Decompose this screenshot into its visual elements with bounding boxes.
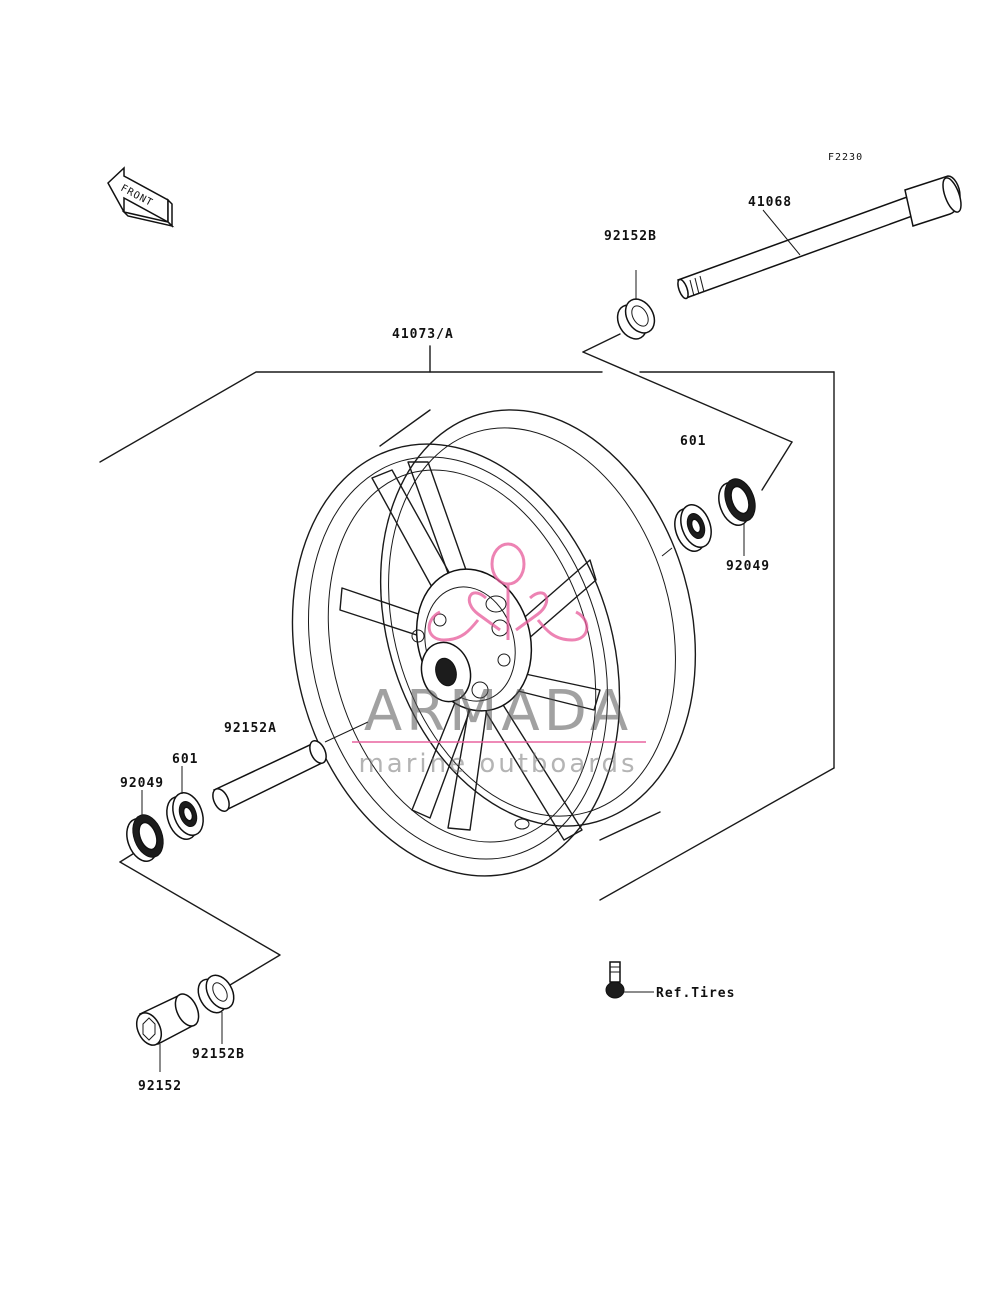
diagram-code: F2230 — [828, 152, 863, 163]
label-collar-top: 92152B — [604, 229, 657, 244]
label-axle: 41068 — [748, 195, 792, 210]
front-arrow-icon: FRONT — [107, 166, 175, 228]
label-wheel: 41073/A — [392, 327, 454, 342]
label-collar-bottom: 92152B — [192, 1047, 245, 1062]
label-bearing-right: 601 — [680, 434, 706, 449]
bracket-lines — [99, 333, 835, 986]
bearing-left-part — [166, 766, 204, 840]
label-collar: 92152 — [138, 1079, 182, 1094]
watermark-logo-icon — [427, 542, 589, 642]
spacer-part — [212, 721, 369, 813]
seal-left-part — [126, 790, 164, 862]
bearing-right-part — [661, 504, 712, 557]
label-bearing-left: 601 — [172, 752, 198, 767]
collar-bottom-part — [197, 974, 235, 1044]
label-seal-left: 92049 — [120, 776, 164, 791]
collar-part — [135, 993, 200, 1072]
valve-stem-icon — [605, 961, 654, 999]
seal-right-part — [718, 478, 756, 556]
label-valve-ref: Ref.Tires — [656, 986, 735, 1001]
watermark: ARMADA marine outboards — [352, 542, 646, 779]
watermark-title: ARMADA — [364, 679, 632, 744]
axle-part — [676, 175, 962, 300]
label-seal-right: 92049 — [726, 559, 770, 574]
wheel-part — [291, 409, 697, 877]
collar-top-part — [616, 270, 656, 340]
label-spacer: 92152A — [224, 721, 277, 736]
watermark-subtitle: marine outboards — [358, 749, 637, 779]
